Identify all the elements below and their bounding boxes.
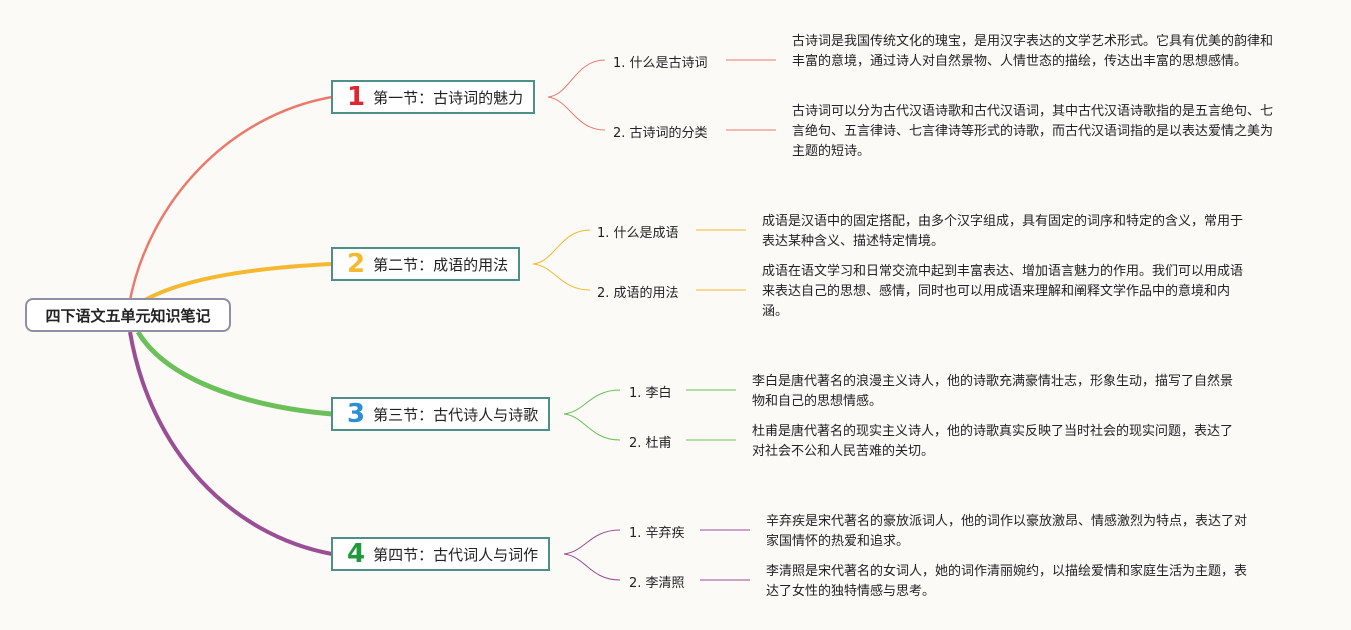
section-number-2: 2	[347, 249, 366, 279]
topic-desc-1-1: 古诗词是我国传统文化的瑰宝，是用汉字表达的文学艺术形式。它具有优美的韵律和丰富的…	[792, 34, 1274, 69]
root-label: 四下语文五单元知识笔记	[45, 306, 211, 325]
section-number-3: 3	[347, 399, 366, 429]
topic-desc-2-1: 成语是汉语中的固定搭配，由多个汉字组成，具有固定的词序和特定的含义，常用于表达某…	[762, 214, 1244, 249]
topic-node-4-1[interactable]: 1. 辛弃疾	[629, 526, 685, 541]
branch-line-1	[128, 95, 333, 301]
section-number-4: 4	[347, 539, 366, 569]
topic-node-3-2[interactable]: 2. 杜甫	[629, 436, 672, 451]
section-title-3: 第三节：古代诗人与诗歌	[373, 405, 539, 424]
topic-node-1-2[interactable]: 2. 古诗词的分类	[613, 126, 708, 141]
topic-desc-4-1: 辛弃疾是宋代著名的豪放派词人，他的词作以豪放激昂、情感激烈为特点，表达了对家国情…	[766, 514, 1248, 549]
section-number-1: 1	[347, 82, 366, 112]
topic-node-1-1[interactable]: 1. 什么是古诗词	[613, 56, 708, 71]
topic-desc-3-2: 杜甫是唐代著名的现实主义诗人，他的诗歌真实反映了当时社会的现实问题，表达了对社会…	[752, 424, 1234, 459]
root-node[interactable]: 四下语文五单元知识笔记	[25, 298, 231, 332]
topic-node-3-1[interactable]: 1. 李白	[629, 386, 672, 401]
section-node-3[interactable]: 3 第三节：古代诗人与诗歌	[331, 397, 551, 431]
topic-desc-4-2: 李清照是宋代著名的女词人，她的词作清丽婉约，以描绘爱情和家庭生活为主题，表达了女…	[766, 564, 1248, 599]
topic-node-2-1[interactable]: 1. 什么是成语	[597, 226, 679, 241]
topic-desc-2-2: 成语在语文学习和日常交流中起到丰富表达、增加语言魅力的作用。我们可以用成语来表达…	[762, 264, 1244, 319]
branch-line-2	[144, 262, 333, 302]
topic-desc-1-2: 古诗词可以分为古代汉语诗歌和古代汉语词，其中古代汉语诗歌指的是五言绝句、七言绝句…	[792, 104, 1274, 159]
branch-line-3	[135, 330, 333, 417]
topic-desc-3-1: 李白是唐代著名的浪漫主义诗人，他的诗歌充满豪情壮志，形象生动，描写了自然景物和自…	[752, 374, 1234, 409]
section-node-2[interactable]: 2 第二节：成语的用法	[331, 247, 521, 281]
section-title-1: 第一节：古诗词的魅力	[373, 88, 524, 107]
branch-line-4	[128, 331, 333, 556]
section-node-4[interactable]: 4 第四节：古代词人与词作	[331, 537, 551, 571]
section-node-1[interactable]: 1 第一节：古诗词的魅力	[331, 80, 536, 114]
section-title-2: 第二节：成语的用法	[373, 255, 509, 274]
topic-node-4-2[interactable]: 2. 李清照	[629, 576, 685, 591]
topic-node-2-2[interactable]: 2. 成语的用法	[597, 286, 679, 301]
section-title-4: 第四节：古代词人与词作	[373, 545, 539, 564]
